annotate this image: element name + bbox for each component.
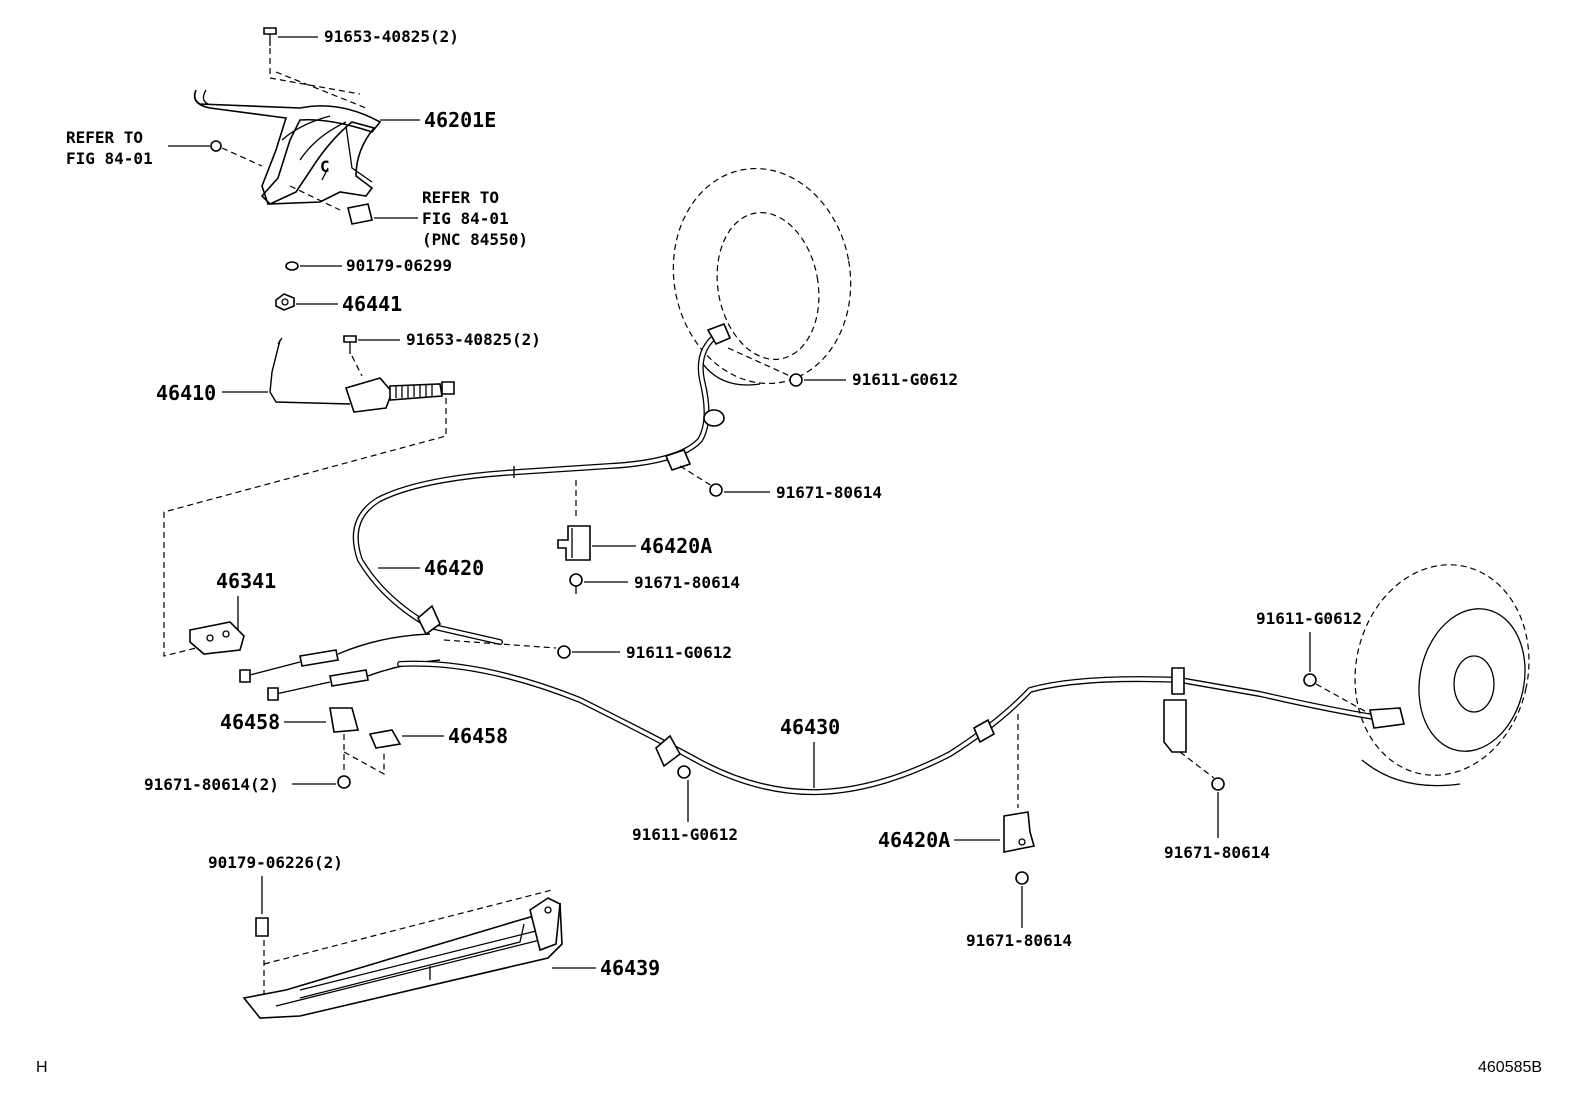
brake-drum-right bbox=[1354, 564, 1530, 787]
bolt-icon bbox=[343, 335, 357, 354]
bolt-icon bbox=[1015, 871, 1029, 885]
part-label-91611-G0612-drum-right: 91611-G0612 bbox=[1256, 609, 1362, 628]
part-label-91671-80614-x2: 91671-80614(2) bbox=[144, 775, 279, 794]
part-label-90179-06299: 90179-06299 bbox=[346, 256, 452, 275]
refer-note-left-line1: REFER TO bbox=[66, 128, 143, 147]
part-label-91611-G0612-mid: 91611-G0612 bbox=[626, 643, 732, 662]
part-label-46420A-lower: 46420A bbox=[878, 828, 950, 852]
part-label-46439: 46439 bbox=[600, 956, 660, 980]
grommet-b bbox=[368, 729, 402, 749]
part-label-46201E: 46201E bbox=[424, 108, 496, 132]
cable-46420 bbox=[352, 322, 732, 645]
part-label-46420: 46420 bbox=[424, 556, 484, 580]
bolt-icon bbox=[557, 645, 571, 659]
bolt-icon bbox=[789, 373, 803, 387]
refer-note-right-line1: REFER TO bbox=[422, 188, 499, 207]
screw-icon bbox=[210, 140, 222, 152]
part-label-46430: 46430 bbox=[780, 715, 840, 739]
bolt-icon bbox=[337, 775, 351, 789]
refer-note-left-line2: FIG 84-01 bbox=[66, 149, 153, 168]
svg-text:C: C bbox=[320, 157, 330, 176]
part-label-46458-b: 46458 bbox=[448, 724, 508, 748]
bolt-icon bbox=[1303, 673, 1317, 687]
bolt-icon bbox=[709, 483, 723, 497]
part-label-90179-06226-x2: 90179-06226(2) bbox=[208, 853, 343, 872]
switch-clip-icon bbox=[347, 203, 373, 225]
part-label-91671-80614-lower: 91671-80614 bbox=[966, 931, 1072, 950]
cable-bracket bbox=[189, 621, 245, 655]
part-label-46410: 46410 bbox=[156, 381, 216, 405]
equalizer-rod bbox=[269, 337, 455, 413]
part-label-46458-a: 46458 bbox=[220, 710, 280, 734]
parking-brake-lever: C bbox=[193, 89, 382, 205]
grommet-a bbox=[329, 707, 360, 733]
figure-id: 460585B bbox=[1478, 1059, 1542, 1076]
part-label-91611-G0612-low: 91611-G0612 bbox=[632, 825, 738, 844]
part-label-46420A-upper: 46420A bbox=[640, 534, 712, 558]
bolt-icon bbox=[677, 765, 691, 779]
clip-icon bbox=[285, 261, 299, 271]
part-label-91653-40825-top: 91653-40825(2) bbox=[324, 27, 459, 46]
bolt-icon bbox=[569, 573, 583, 594]
part-label-91671-80614-upper: 91671-80614 bbox=[776, 483, 882, 502]
bolt-icon bbox=[1211, 777, 1225, 791]
refer-note-right-line3: (PNC 84550) bbox=[422, 230, 528, 249]
cable-clamp-upper bbox=[557, 525, 591, 561]
bolt-icon bbox=[263, 27, 277, 46]
clip-icon bbox=[255, 917, 269, 937]
cable-46430 bbox=[397, 660, 1405, 796]
refer-note-right-line2: FIG 84-01 bbox=[422, 209, 509, 228]
part-label-91611-G0612-drum-upper: 91611-G0612 bbox=[852, 370, 958, 389]
nut-icon bbox=[275, 293, 295, 311]
cable-cover bbox=[242, 897, 563, 1019]
part-label-91671-80614-right: 91671-80614 bbox=[1164, 843, 1270, 862]
cable-ends bbox=[239, 633, 441, 701]
part-label-46341: 46341 bbox=[216, 569, 276, 593]
part-label-91671-80614-upper-2: 91671-80614 bbox=[634, 573, 740, 592]
corner-code-left: H bbox=[36, 1059, 48, 1076]
cable-clamp-lower bbox=[1003, 811, 1036, 853]
brake-drum-left bbox=[672, 167, 852, 386]
part-label-91653-40825-mid: 91653-40825(2) bbox=[406, 330, 541, 349]
part-label-46441: 46441 bbox=[342, 292, 402, 316]
